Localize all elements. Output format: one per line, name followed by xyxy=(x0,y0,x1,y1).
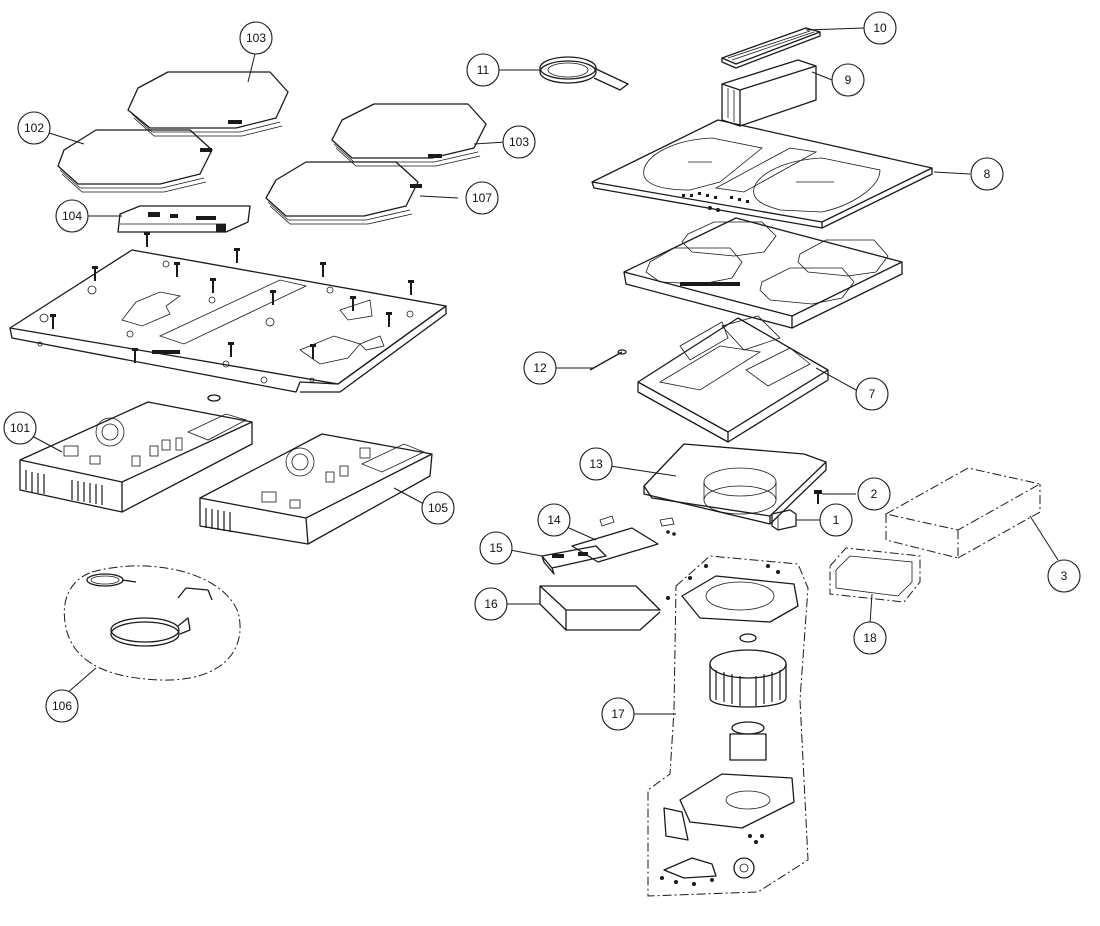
screw xyxy=(814,490,822,504)
control-board xyxy=(117,205,251,233)
induction-coil-top xyxy=(127,71,289,137)
callout-13: 13 xyxy=(579,447,613,481)
tray xyxy=(539,585,661,631)
callout-label: 102 xyxy=(24,121,44,135)
callout-11: 11 xyxy=(466,53,500,87)
callout-label: 105 xyxy=(428,501,448,515)
power-module-right xyxy=(199,433,433,545)
callout-label: 8 xyxy=(984,167,991,181)
cable-kit xyxy=(63,565,241,681)
callout-label: 104 xyxy=(62,209,82,223)
sleeve xyxy=(829,547,921,603)
callout-label: 14 xyxy=(547,513,561,527)
callout-16: 16 xyxy=(474,587,508,621)
connector-block xyxy=(771,509,797,531)
housing xyxy=(637,315,829,443)
callout-2: 2 xyxy=(857,477,891,511)
induction-coil-front xyxy=(265,161,422,225)
coil-assembly xyxy=(623,217,903,329)
callout-7: 7 xyxy=(855,377,889,411)
callout-103a: 103 xyxy=(239,21,273,55)
callout-label: 17 xyxy=(611,707,625,721)
callout-label: 103 xyxy=(509,135,529,149)
vent-grille xyxy=(721,27,821,69)
induction-coil-left xyxy=(57,129,213,193)
callout-label: 101 xyxy=(10,421,30,435)
tape-roll xyxy=(539,56,629,91)
rod xyxy=(589,349,627,371)
vent-frame xyxy=(721,59,817,127)
callout-label: 7 xyxy=(869,387,876,401)
callout-label: 1 xyxy=(833,513,840,527)
callout-1: 1 xyxy=(819,503,853,537)
callout-label: 11 xyxy=(477,63,490,77)
callout-18: 18 xyxy=(853,621,887,655)
callout-101: 101 xyxy=(3,411,37,445)
callout-label: 15 xyxy=(489,541,503,555)
fan-motor-assembly xyxy=(647,555,809,897)
power-module-left xyxy=(19,401,253,513)
callout-label: 9 xyxy=(845,73,852,87)
callout-label: 13 xyxy=(589,457,603,471)
fan-frame xyxy=(643,443,827,525)
sensor-cover xyxy=(571,515,676,563)
callout-9: 9 xyxy=(831,63,865,97)
leader-lines xyxy=(31,27,1059,715)
base-plate-screws xyxy=(50,232,414,402)
induction-coil-right xyxy=(331,103,487,167)
glass-cooktop xyxy=(591,119,933,229)
callout-106: 106 xyxy=(45,689,79,723)
callout-8: 8 xyxy=(970,157,1004,191)
callout-label: 10 xyxy=(873,21,887,35)
callout-label: 12 xyxy=(533,361,547,375)
callout-3: 3 xyxy=(1047,559,1081,593)
callout-label: 2 xyxy=(871,487,878,501)
callout-17: 17 xyxy=(601,697,635,731)
callout-105: 105 xyxy=(421,491,455,525)
callout-label: 16 xyxy=(484,597,498,611)
callout-label: 3 xyxy=(1061,569,1068,583)
callout-107: 107 xyxy=(465,181,499,215)
callout-label: 103 xyxy=(246,31,266,45)
fan-control-board xyxy=(541,545,607,575)
callout-label: 18 xyxy=(863,631,877,645)
base-plate xyxy=(9,249,447,393)
callout-14: 14 xyxy=(537,503,571,537)
callout-103b: 103 xyxy=(502,125,536,159)
callout-15: 15 xyxy=(479,531,513,565)
packaging-box xyxy=(884,467,1042,559)
callout-label: 106 xyxy=(52,699,72,713)
callout-label: 107 xyxy=(472,191,492,205)
callout-12: 12 xyxy=(523,351,557,385)
callout-104: 104 xyxy=(55,199,89,233)
callout-102: 102 xyxy=(17,111,51,145)
callout-10: 10 xyxy=(863,11,897,45)
